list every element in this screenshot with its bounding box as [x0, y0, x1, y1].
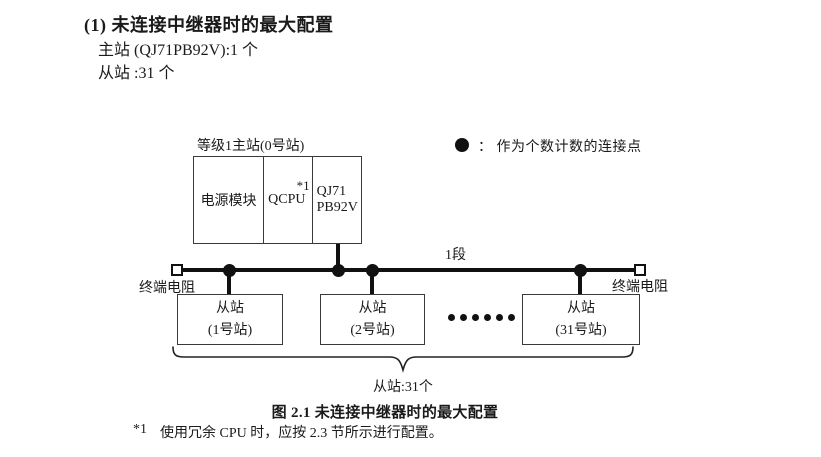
terminator-left-icon: [171, 264, 183, 276]
pb92v-module-cell: QJ71 PB92V: [313, 157, 361, 243]
module-text-line2: PB92V: [316, 200, 358, 215]
master-station-box: 电源模块 *1 QCPU QJ71 PB92V: [193, 156, 362, 244]
power-module-cell: 电源模块: [194, 157, 265, 243]
slave2-title: 从站: [358, 300, 387, 316]
connection-dot-icon: [366, 264, 379, 277]
master-count-line: 主站 (QJ71PB92V):1 个: [98, 42, 259, 59]
master-drop-line: [336, 244, 340, 270]
slave-group-brace: [172, 346, 634, 374]
slave-station-box-31: 从站 (31号站): [522, 294, 640, 345]
slave-station-box-1: 从站 (1号站): [177, 294, 283, 345]
slave2-drop-line: [370, 270, 374, 294]
slave31-number: (31号站): [555, 322, 607, 338]
legend-text: ： 作为个数计数的连接点: [478, 140, 642, 155]
connection-dot-icon: [574, 264, 587, 277]
footnote-marker: *1: [133, 422, 147, 437]
slave1-drop-line: [227, 270, 231, 294]
slave-station-box-2: 从站 (2号站): [320, 294, 425, 345]
footnote: *1 使用冗余 CPU 时，应按 2.3 节所示进行配置。: [133, 422, 443, 442]
slave31-title: 从站: [567, 300, 595, 316]
figure-caption: 图 2.1 未连接中继器时的最大配置: [271, 405, 499, 421]
footnote-text: 使用冗余 CPU 时，应按 2.3 节所示进行配置。: [160, 426, 443, 441]
connection-dot-icon: [223, 264, 236, 277]
segment-label: 1段: [445, 248, 466, 263]
terminator-right-icon: [634, 264, 646, 276]
cpu-cell: *1 QCPU: [264, 157, 313, 243]
connection-dot-icon: [332, 264, 345, 277]
slave1-title: 从站: [216, 300, 244, 316]
terminator-left-label: 终端电阻: [139, 281, 195, 296]
bus-line: [178, 268, 638, 272]
section-heading: (1) 未连接中继器时的最大配置: [84, 15, 334, 35]
connection-point-icon: [455, 138, 469, 152]
slave1-number: (1号站): [207, 322, 253, 338]
cpu-footnote-marker: *1: [296, 178, 310, 193]
slave-count-line: 从站 :31 个: [98, 65, 175, 82]
cpu-text: QCPU: [268, 192, 306, 207]
module-text-line1: QJ71: [316, 183, 347, 199]
terminator-right-label: 终端电阻: [612, 280, 668, 295]
slave2-number: (2号站): [350, 322, 395, 338]
power-module-text: 电源模块: [200, 194, 257, 209]
slave-total-label: 从站:31个: [373, 380, 433, 395]
slave31-drop-line: [578, 270, 582, 294]
master-station-label: 等级1主站(0号站): [197, 139, 305, 154]
ellipsis-dots-icon: [448, 314, 515, 321]
